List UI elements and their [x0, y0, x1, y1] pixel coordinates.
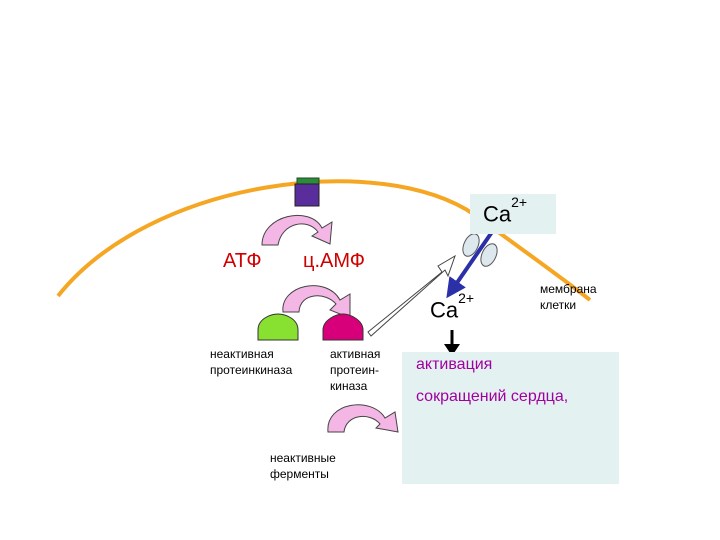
- curved-arrow-atp-camp: [261, 214, 333, 246]
- inactive-kinase-shape: [257, 313, 299, 341]
- membrane-label-line: мембрана: [540, 282, 597, 296]
- activation-arrow-head: [444, 344, 460, 356]
- calcium-symbol: Ca: [483, 201, 512, 227]
- active-kinase-label-line: протеин-: [330, 363, 379, 377]
- calcium-symbol: Ca: [430, 297, 459, 323]
- calcium-inside-label: Ca2+: [430, 290, 474, 323]
- inactive-kinase-label: неактивная протеинкиназа: [210, 346, 292, 378]
- curved-arrow-enzymes: [327, 404, 399, 433]
- membrane-label: мембрана клетки: [540, 281, 597, 313]
- active-kinase-label: активная протеин- киназа: [330, 346, 380, 394]
- inactive-enzymes-label: неактивные ферменты: [270, 450, 336, 482]
- membrane-label-line: клетки: [540, 298, 577, 312]
- inactive-kinase-label-line: неактивная: [210, 347, 274, 361]
- cell-membrane: [56, 179, 592, 302]
- curved-arrow-kinase: [282, 285, 351, 319]
- calcium-charge: 2+: [458, 290, 475, 306]
- result-box: [402, 352, 619, 484]
- receptor-icon: [294, 177, 320, 207]
- calcium-influx-arrow: [446, 230, 494, 299]
- arrow-kinase-to-channel: [367, 254, 456, 337]
- channel-right: [480, 243, 498, 267]
- calcium-outside-box: [470, 194, 556, 234]
- inactive-enzymes-label-line: неактивные: [270, 451, 336, 465]
- active-kinase-label-line: киназа: [330, 379, 368, 393]
- activation-label: активация: [416, 356, 493, 373]
- inactive-kinase-label-line: протеинкиназа: [210, 363, 293, 377]
- contraction-label: сокращений сердца,: [416, 388, 569, 405]
- channel-left: [462, 233, 480, 257]
- atp-label: АТФ: [223, 250, 262, 272]
- active-kinase-label-line: активная: [330, 347, 381, 361]
- inactive-enzymes-label-line: ферменты: [270, 467, 329, 481]
- camp-label: ц.АМФ: [303, 250, 365, 272]
- calcium-outside-label: Ca2+: [483, 194, 527, 227]
- active-kinase-shape: [322, 313, 364, 341]
- calcium-charge: 2+: [511, 194, 528, 210]
